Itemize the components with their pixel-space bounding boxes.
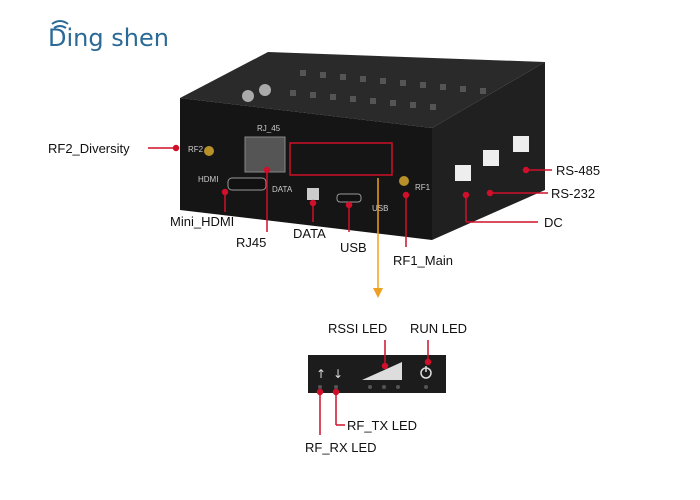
device-front bbox=[180, 98, 432, 240]
rs485-connector bbox=[513, 136, 529, 152]
device: RJ_45 RF2 HDMI DATA USB RF1 bbox=[180, 52, 545, 240]
label-rf-rx-led: RF_RX LED bbox=[305, 440, 377, 455]
label-rf-tx-led: RF_TX LED bbox=[347, 418, 417, 433]
label-mini-hdmi: Mini_HDMI bbox=[170, 214, 234, 229]
hdmi-port bbox=[227, 177, 267, 191]
knob bbox=[242, 90, 254, 102]
led-panel: ↑ ↓ bbox=[308, 355, 446, 393]
marking-hdmi: HDMI bbox=[198, 175, 218, 184]
vent-holes bbox=[290, 70, 486, 110]
tx-arrow-icon: ↓ bbox=[333, 367, 343, 381]
knob bbox=[259, 84, 271, 96]
marking-data: DATA bbox=[272, 185, 293, 194]
device-top bbox=[180, 52, 545, 128]
label-dc: DC bbox=[544, 215, 563, 230]
dc-connector bbox=[455, 165, 471, 181]
wifi-icon bbox=[51, 20, 69, 29]
label-rs485: RS-485 bbox=[556, 163, 600, 178]
arrow bbox=[373, 178, 383, 298]
marking-rj45: RJ_45 bbox=[257, 124, 281, 133]
label-usb: USB bbox=[340, 240, 367, 255]
marking-usb: USB bbox=[372, 204, 388, 213]
callout-lines bbox=[148, 144, 552, 247]
signal-bars-icon bbox=[362, 362, 402, 380]
label-rssi-led: RSSI LED bbox=[328, 321, 387, 336]
marking-rf2: RF2 bbox=[188, 145, 204, 154]
rs232-connector bbox=[483, 150, 499, 166]
logo-text: Ding shen bbox=[48, 24, 169, 52]
led-highlight-box bbox=[289, 142, 393, 176]
rx-arrow-icon: ↑ bbox=[316, 367, 326, 381]
rj45-port bbox=[244, 136, 286, 173]
usb-port bbox=[336, 193, 362, 203]
label-run-led: RUN LED bbox=[410, 321, 467, 336]
logo: Ding shen bbox=[48, 20, 169, 52]
label-rj45: RJ45 bbox=[236, 235, 266, 250]
marking-rf1: RF1 bbox=[415, 183, 431, 192]
label-rf2-diversity: RF2_Diversity bbox=[48, 141, 130, 156]
label-data: DATA bbox=[293, 226, 326, 241]
label-rf1-main: RF1_Main bbox=[393, 253, 453, 268]
rf1-connector bbox=[399, 176, 409, 186]
rf2-connector bbox=[204, 146, 214, 156]
data-port bbox=[307, 188, 319, 200]
led-callout-lines bbox=[316, 340, 432, 435]
label-rs232: RS-232 bbox=[551, 186, 595, 201]
